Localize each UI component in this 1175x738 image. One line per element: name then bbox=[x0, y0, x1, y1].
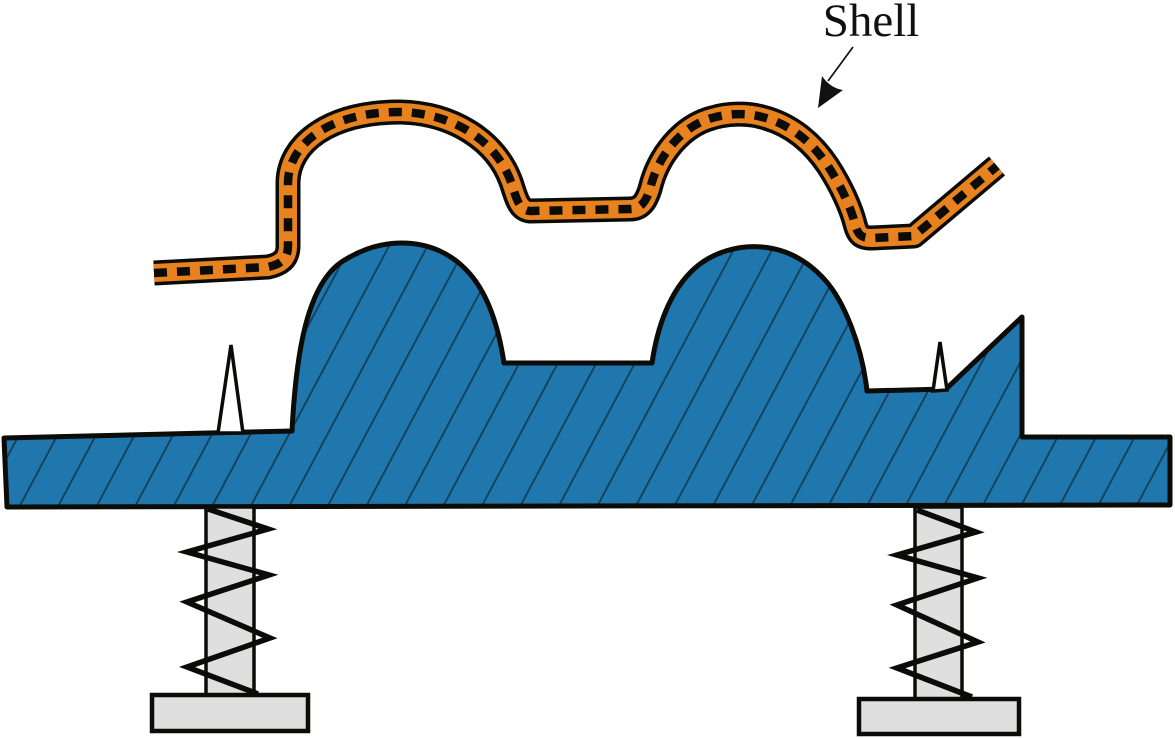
left-spike bbox=[215, 344, 246, 435]
die-block bbox=[1, 240, 1173, 510]
shell-arrow-head-icon bbox=[818, 76, 843, 108]
shell-arrow-line bbox=[827, 46, 854, 82]
right-spring-coil bbox=[887, 507, 988, 700]
right-base-plate bbox=[856, 696, 1022, 737]
right-spike bbox=[930, 341, 950, 393]
shell-annotation: Shell bbox=[818, 0, 919, 108]
left-spring bbox=[149, 505, 311, 734]
right-spring bbox=[856, 505, 1022, 737]
shell-strip bbox=[153, 99, 1006, 286]
left-base-plate bbox=[149, 692, 311, 734]
left-spring-coil bbox=[176, 506, 279, 697]
shell-label: Shell bbox=[823, 0, 920, 47]
shell-lamination-dashes bbox=[153, 107, 1000, 278]
